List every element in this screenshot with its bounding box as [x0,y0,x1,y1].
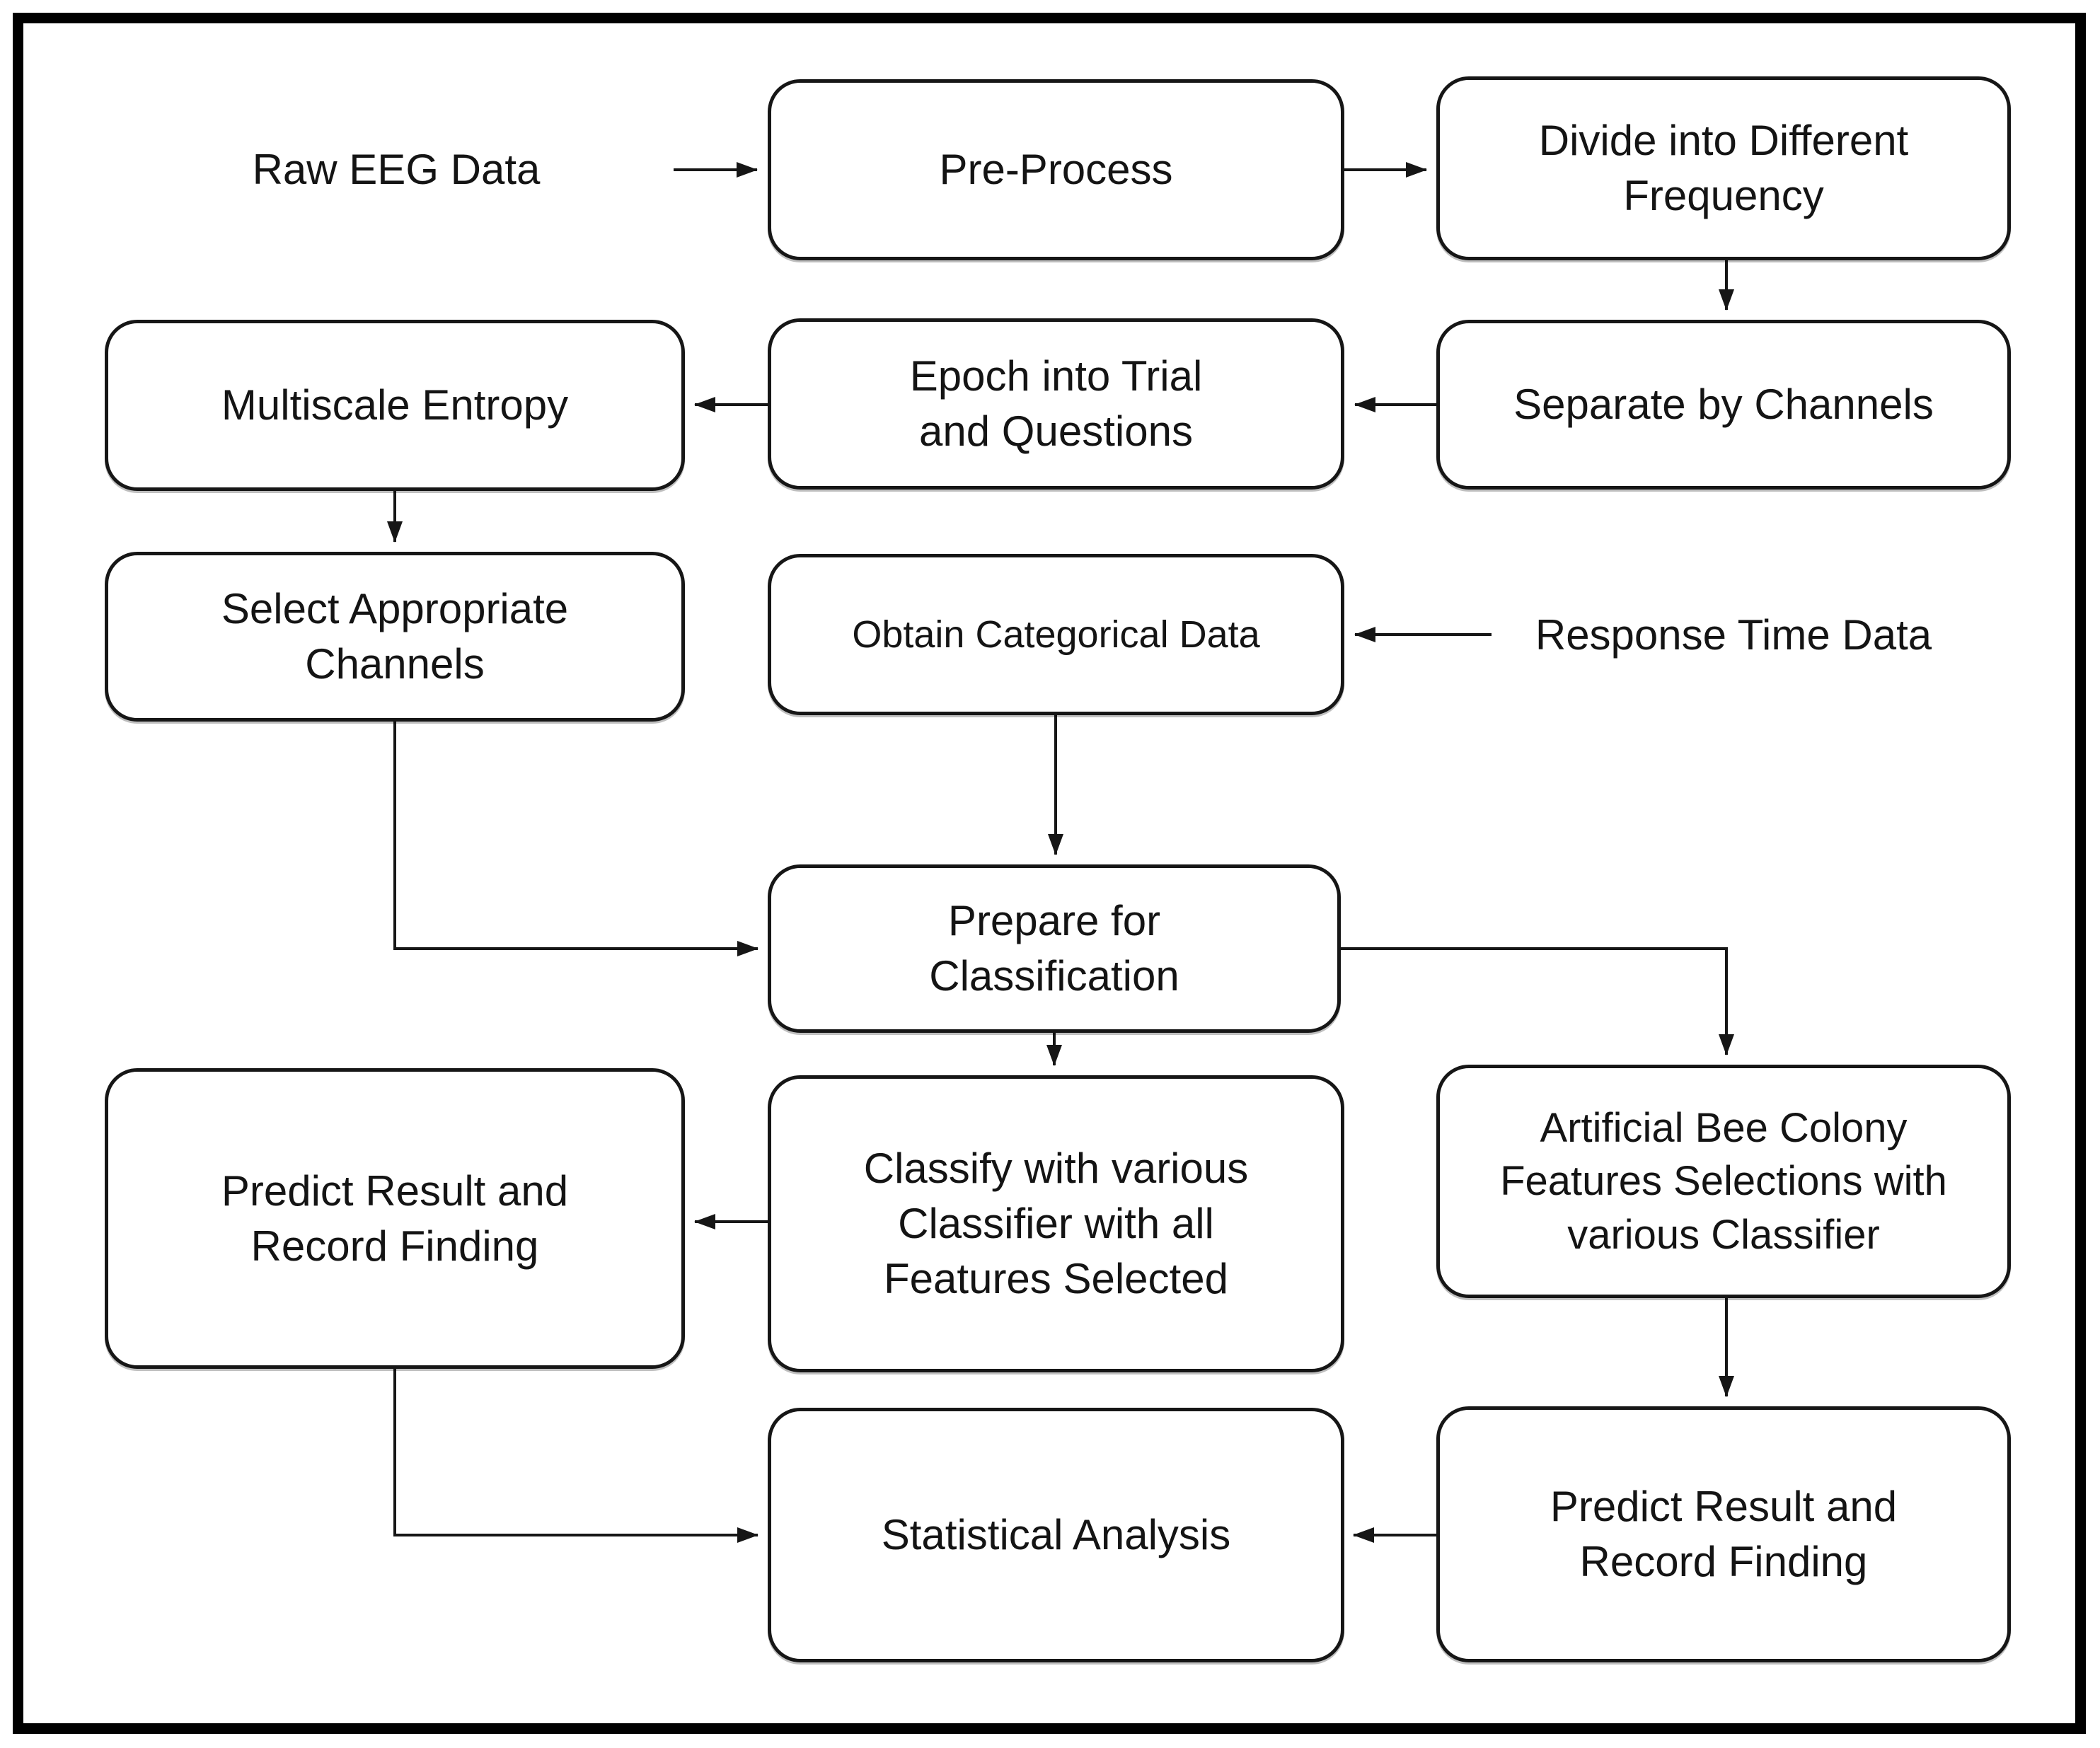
node-text: Separate by Channels [1513,381,1934,428]
node-text: Artificial Bee Colony Features Selection… [1500,1104,1947,1258]
flow-box-abc-features-selection: Artificial Bee Colony Features Selection… [1436,1065,2011,1298]
edge-prepare-for-classification-to-abc-features-selection [1341,947,1734,1055]
flow-box-select-appropriate-channels: Select Appropriate Channels [105,552,685,722]
node-text: Classify with various Classifier with al… [863,1145,1249,1302]
node-text: Predict Result and Record Finding [1550,1483,1898,1585]
edge-select-appropriate-channels-to-prepare-for-classification [393,722,758,956]
node-text: Predict Result and Record Finding [221,1167,569,1270]
flow-box-statistical-analysis: Statistical Analysis [768,1408,1344,1662]
node-text: Pre-Process [939,146,1173,193]
flow-label-response-time-data: Response Time Data [1493,594,1974,676]
flow-box-multiscale-entropy: Multiscale Entropy [105,320,685,491]
node-text: Raw EEG Data [252,146,541,193]
flow-box-separate-by-channels: Separate by Channels [1436,320,2011,490]
node-text: Multiscale Entropy [221,381,569,429]
flow-label-raw-eeg-data: Raw EEG Data [177,127,616,212]
flow-box-predict-result-left: Predict Result and Record Finding [105,1068,685,1369]
flow-box-pre-process: Pre-Process [768,79,1344,260]
flow-box-prepare-for-classification: Prepare for Classification [768,864,1341,1033]
flow-box-divide-into-different-frequency: Divide into Different Frequency [1436,76,2011,260]
node-text: Select Appropriate Channels [221,585,569,688]
node-text: Statistical Analysis [881,1511,1231,1558]
node-text: Response Time Data [1535,610,1932,659]
node-text: Prepare for Classification [929,897,1179,1000]
node-text: Obtain Categorical Data [852,613,1260,656]
node-text: Epoch into Trial and Questions [909,352,1203,455]
flow-box-predict-result-right: Predict Result and Record Finding [1436,1406,2011,1662]
edge-predict-result-left-to-statistical-analysis [393,1369,758,1543]
node-text: Divide into Different Frequency [1538,117,1909,219]
flow-box-epoch-into-trial-and-questions: Epoch into Trial and Questions [768,318,1344,490]
flow-box-obtain-categorical-data: Obtain Categorical Data [768,554,1344,715]
flow-box-classify-with-various-classifier: Classify with various Classifier with al… [768,1075,1344,1372]
